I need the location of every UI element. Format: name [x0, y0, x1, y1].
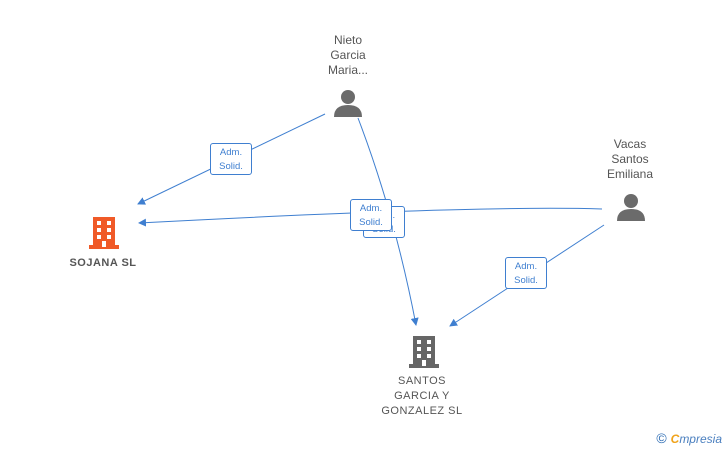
person-label-vacas[interactable]: Vacas Santos Emiliana: [606, 137, 654, 181]
relation-badge-vacas-sojana[interactable]: Adm. Solid.: [350, 199, 392, 231]
building-icon[interactable]: [89, 215, 119, 249]
company-label-sojana[interactable]: SOJANA SL: [69, 257, 137, 269]
relation-badge-vacas-santos[interactable]: Adm. Solid.: [505, 257, 547, 289]
copyright-symbol: ©: [656, 430, 667, 446]
brand-logo-initial: C: [670, 432, 680, 446]
edge-vacas-to-sojana: [138, 207, 603, 227]
person-icon[interactable]: [616, 192, 646, 222]
person-icon[interactable]: [333, 88, 363, 118]
company-label-santos[interactable]: SANTOS GARCIA Y GONZALEZ SL: [381, 375, 463, 417]
relation-badge-nieto-sojana[interactable]: Adm. Solid.: [210, 143, 252, 175]
empresia-watermark: ©Cmpresia: [656, 430, 722, 446]
brand-logo-text: mpresia: [679, 432, 722, 446]
person-label-nieto[interactable]: Nieto Garcia Maria...: [327, 33, 368, 77]
building-icon[interactable]: [409, 334, 439, 368]
